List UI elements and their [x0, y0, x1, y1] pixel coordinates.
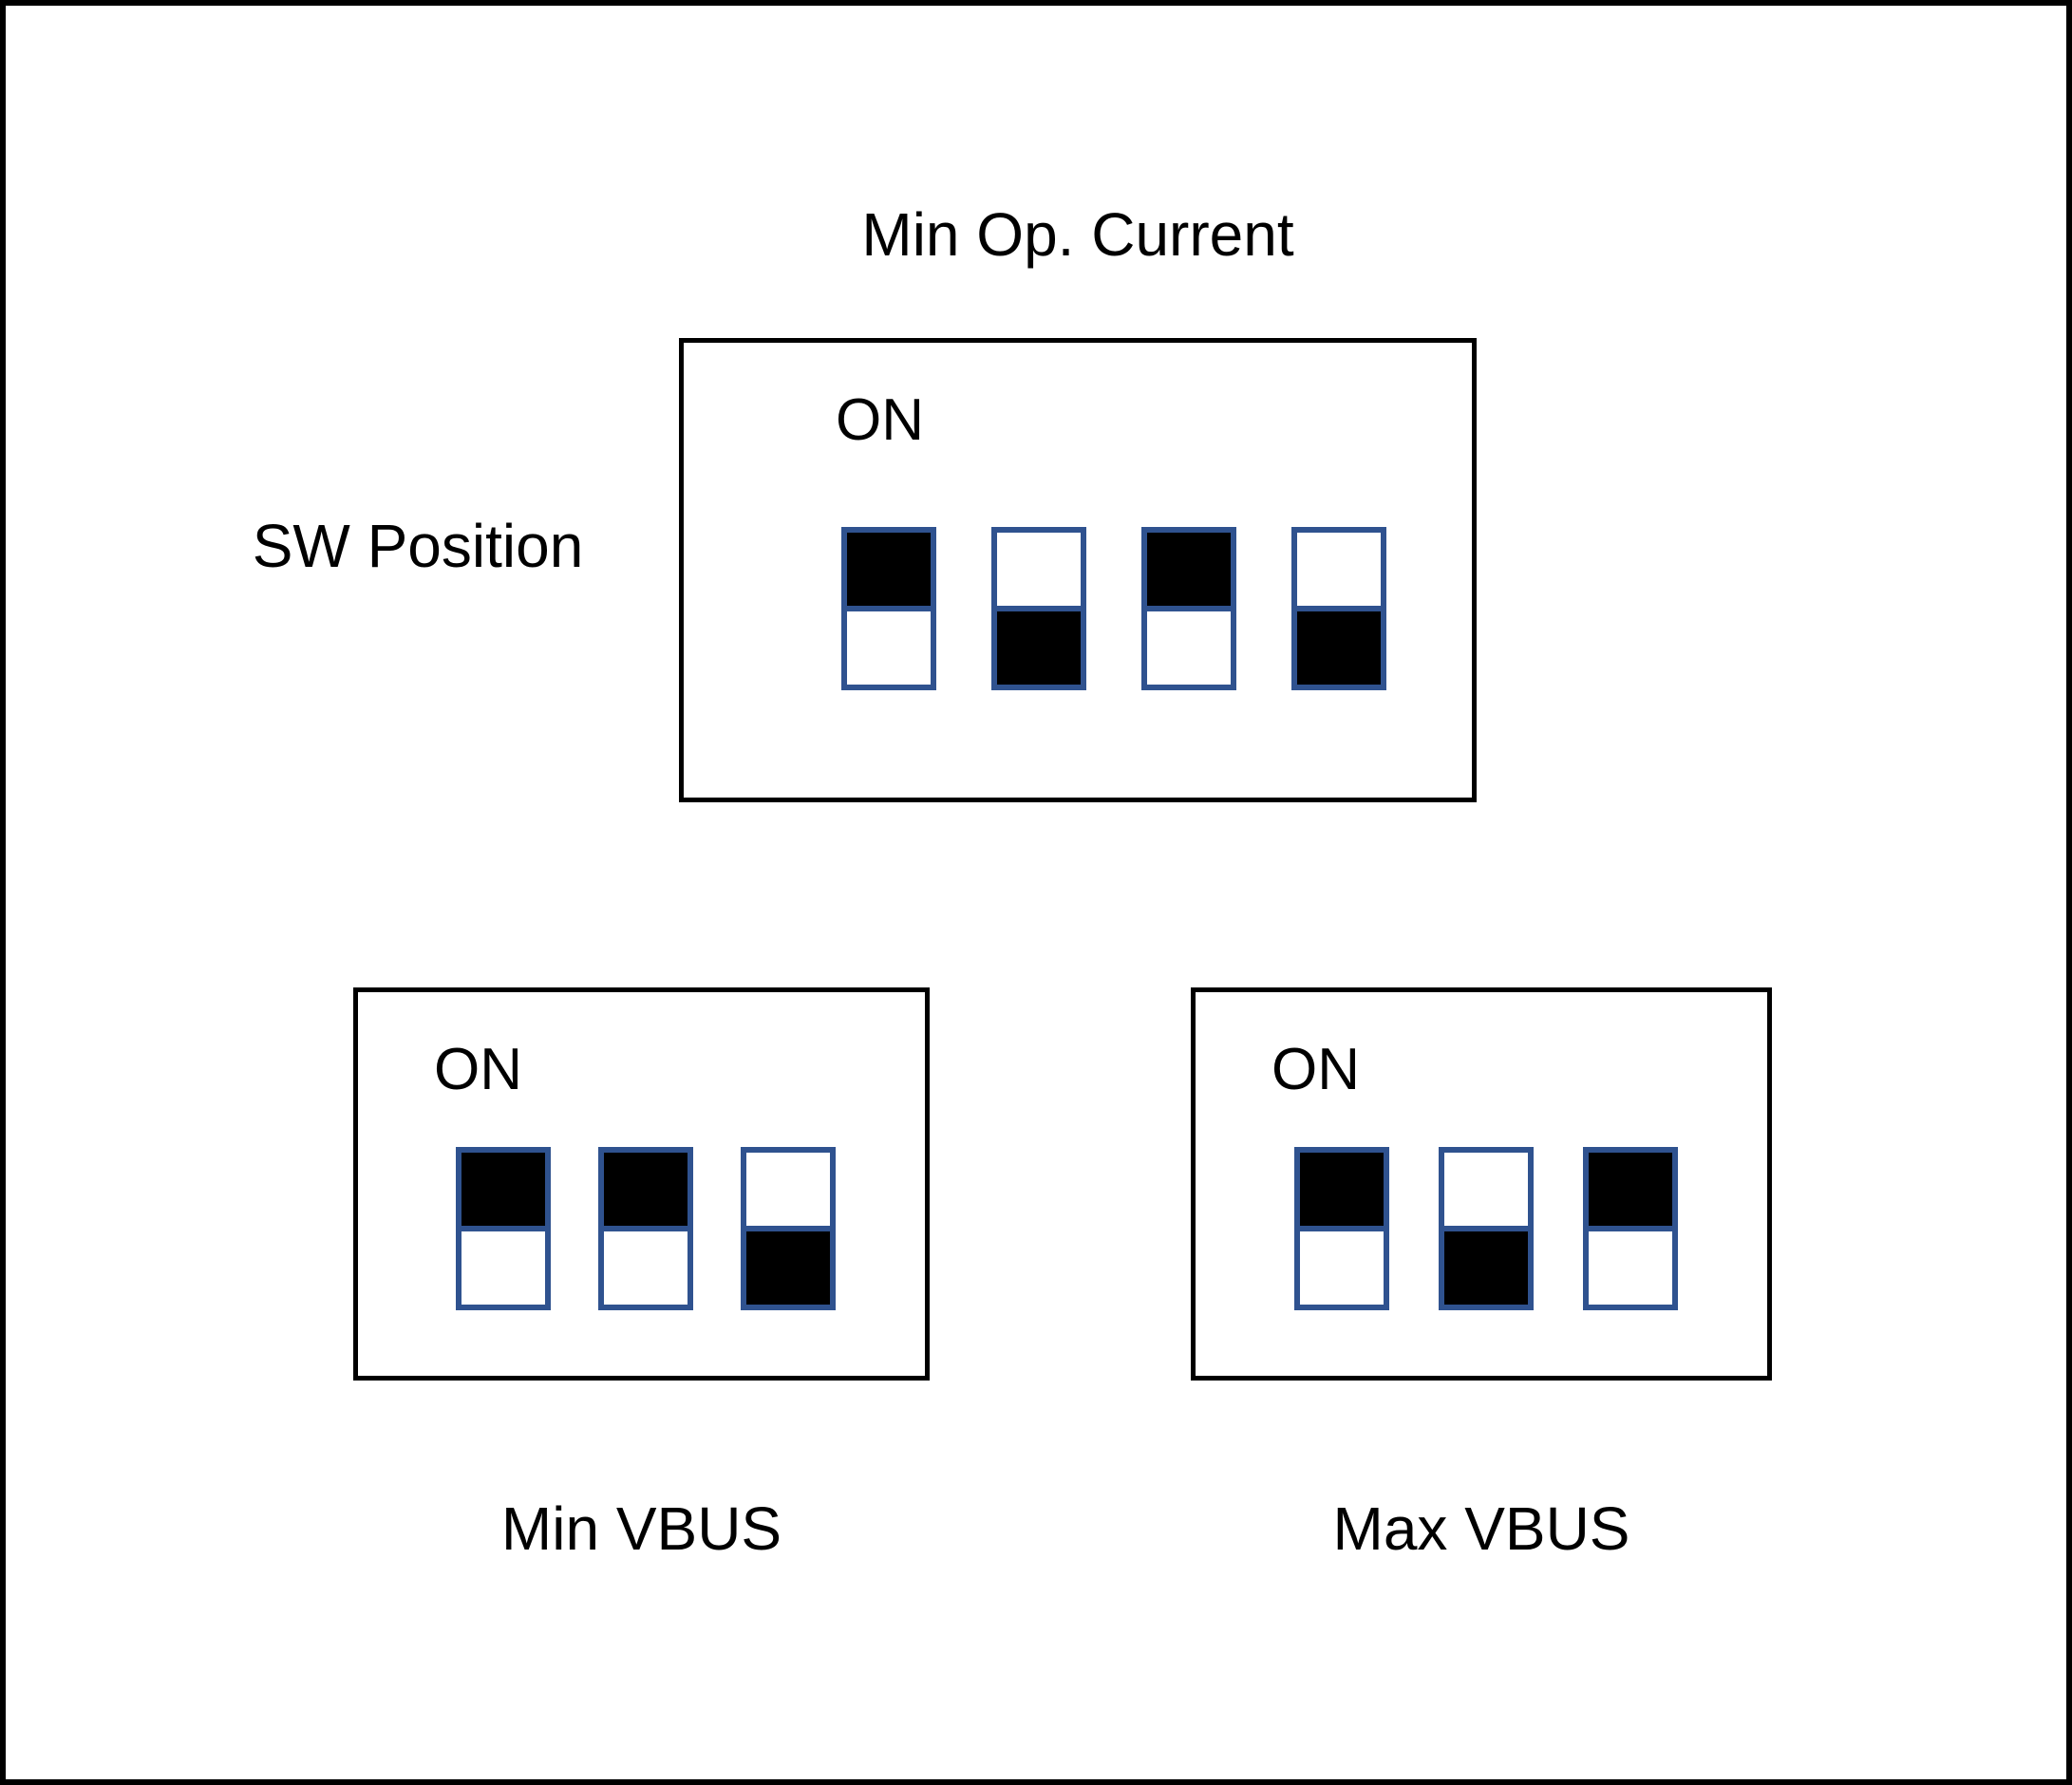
- switch-cell-off: [1444, 1226, 1528, 1305]
- dip-switch-1: [456, 1147, 551, 1310]
- switch-cell-off: [847, 606, 931, 685]
- dip-switch-row-min-vbus: [456, 1147, 836, 1310]
- dip-switch-3: [1141, 527, 1236, 690]
- title-min-op-current: Min Op. Current: [861, 200, 1294, 269]
- switch-cell-on: [461, 1153, 545, 1226]
- switch-cell-on: [847, 533, 931, 606]
- switch-cell-off: [746, 1226, 830, 1305]
- switch-cell-off: [1147, 606, 1231, 685]
- dip-switch-2: [991, 527, 1086, 690]
- switch-cell-on: [1444, 1153, 1528, 1226]
- panel-min-vbus: ON: [353, 987, 930, 1381]
- dip-switch-1: [841, 527, 936, 690]
- switch-cell-off: [1589, 1226, 1672, 1305]
- switch-cell-off: [461, 1226, 545, 1305]
- switch-cell-on: [604, 1153, 688, 1226]
- switch-cell-on: [1297, 533, 1381, 606]
- switch-cell-on: [1147, 533, 1231, 606]
- switch-cell-off: [1297, 606, 1381, 685]
- switch-cell-on: [746, 1153, 830, 1226]
- dip-switch-row-min-op-current: [841, 527, 1386, 690]
- dip-switch-1: [1294, 1147, 1389, 1310]
- on-label-min-op-current: ON: [836, 387, 924, 453]
- dip-switch-2: [1439, 1147, 1534, 1310]
- switch-cell-off: [1300, 1226, 1384, 1305]
- dip-switch-2: [598, 1147, 693, 1310]
- on-label-min-vbus: ON: [434, 1037, 522, 1102]
- panel-min-op-current: ON: [679, 338, 1477, 802]
- switch-cell-on: [1300, 1153, 1384, 1226]
- dip-switch-row-max-vbus: [1294, 1147, 1678, 1310]
- switch-cell-on: [1589, 1153, 1672, 1226]
- dip-switch-4: [1291, 527, 1386, 690]
- dip-switch-3: [1583, 1147, 1678, 1310]
- dip-switch-3: [741, 1147, 836, 1310]
- label-min-vbus: Min VBUS: [500, 1494, 782, 1563]
- switch-cell-off: [997, 606, 1081, 685]
- on-label-max-vbus: ON: [1271, 1037, 1360, 1102]
- panel-max-vbus: ON: [1191, 987, 1772, 1381]
- label-sw-position: SW Position: [252, 512, 584, 580]
- switch-cell-off: [604, 1226, 688, 1305]
- switch-cell-on: [997, 533, 1081, 606]
- label-max-vbus: Max VBUS: [1332, 1494, 1630, 1563]
